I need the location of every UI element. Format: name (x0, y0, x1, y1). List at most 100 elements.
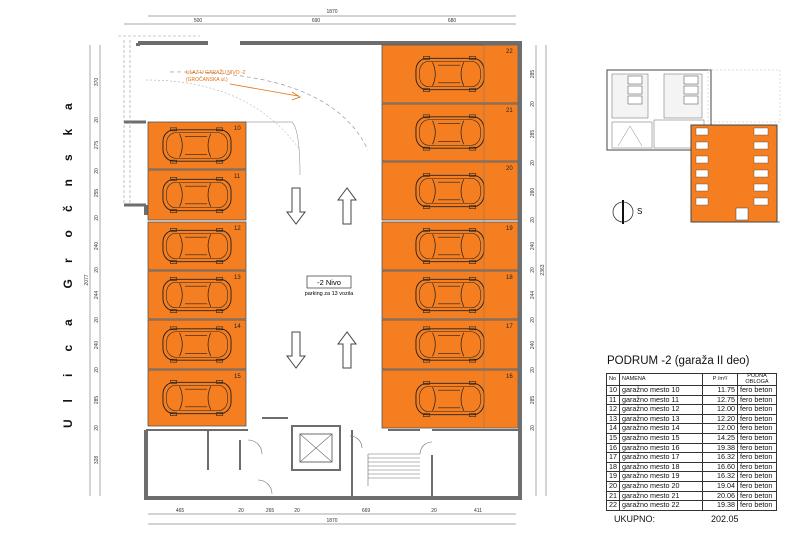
dimension-right: 280 (530, 188, 536, 197)
parking-space-number: 17 (506, 324, 513, 330)
site-minimap (606, 69, 781, 223)
street-letter: G (61, 279, 75, 288)
street-letter: i (61, 374, 75, 377)
total-label: UKUPNO: (614, 514, 656, 524)
building-walls (118, 35, 522, 500)
parking-space-number: 14 (234, 324, 241, 330)
cell-no: 13 (606, 413, 620, 425)
dimension-bottom: 411 (474, 508, 482, 514)
cell-floor: fero beton (737, 432, 777, 444)
street-letter: a (61, 319, 75, 326)
dimension-right: 285 (530, 130, 536, 139)
parking-space: 11 (147, 169, 247, 221)
dimension-right: 20 (530, 160, 536, 166)
arrow-up-icon (337, 331, 357, 369)
total-value: 202.05 (711, 514, 739, 524)
cell-area: 12.20 (702, 413, 738, 425)
cell-area: 19.38 (702, 500, 738, 511)
header-area: P /m²/ (702, 373, 738, 386)
cell-name: garažno mesto 22 (619, 500, 703, 511)
dimension-right: 20 (530, 267, 536, 273)
parking-space: 20 (381, 161, 519, 221)
cell-name: garažno mesto 11 (619, 394, 703, 406)
cell-floor: fero beton (737, 471, 777, 482)
parking-space: 16 (381, 369, 519, 429)
cell-name: garažno mesto 14 (619, 423, 703, 434)
entry-arrow-head-icon (291, 91, 301, 101)
cell-area: 12.00 (702, 404, 738, 415)
arrow-up-icon (337, 187, 357, 225)
dimension-right: 2363 (540, 264, 546, 275)
cell-area: 11.75 (702, 385, 738, 396)
dimension-right: 240 (530, 341, 536, 350)
dimension-left: 20 (94, 215, 100, 221)
cell-name: garažno mesto 21 (619, 490, 703, 502)
cell-area: 19.04 (702, 480, 738, 492)
dimension-bottom: 1870 (326, 518, 337, 524)
cell-no: 16 (606, 442, 620, 454)
cell-name: garažno mesto 19 (619, 471, 703, 482)
dimension-top: 680 (448, 18, 457, 24)
dimension-right: 240 (530, 242, 536, 251)
dimension-left: 20 (94, 267, 100, 273)
table-title: PODRUM -2 (garaža II deo) (607, 355, 750, 367)
dimension-bottom: 465 (176, 508, 185, 514)
dimension-left: 20 (94, 367, 100, 373)
parking-space: 13 (147, 270, 247, 320)
dimension-right: 244 (530, 291, 536, 300)
dimension-left: 285 (94, 396, 100, 405)
cell-name: garažno mesto 13 (619, 413, 703, 425)
header-no: No (606, 373, 620, 386)
dimension-left: 370 (94, 78, 100, 87)
dimension-lines (89, 15, 547, 525)
cell-area: 12.75 (702, 394, 738, 406)
dimension-left: 20 (94, 168, 100, 174)
street-letter: n (61, 179, 75, 186)
parking-space-number: 12 (234, 226, 241, 232)
cell-floor: fero beton (737, 413, 777, 425)
dimension-bottom: 265 (266, 508, 275, 514)
parking-space-number: 10 (234, 126, 241, 132)
parking-space: 15 (147, 369, 247, 427)
dimension-top: 690 (312, 18, 321, 24)
cell-floor: fero beton (737, 385, 777, 396)
parking-space-number: 13 (234, 275, 241, 281)
street-letter: r (61, 258, 75, 263)
cell-area: 16.32 (702, 471, 738, 482)
parking-space-number: 21 (506, 108, 513, 114)
parking-space: 18 (381, 270, 519, 320)
cell-name: garažno mesto 16 (619, 442, 703, 454)
street-letter: s (61, 154, 75, 161)
dimension-right: 285 (530, 396, 536, 405)
dimension-bottom: 20 (238, 508, 244, 514)
dimension-right: 285 (530, 70, 536, 79)
dimension-left: 20 (94, 117, 100, 123)
cell-floor: fero beton (737, 423, 777, 434)
dimension-left: 255 (94, 189, 100, 198)
cell-area: 14.25 (702, 432, 738, 444)
cell-floor: fero beton (737, 452, 777, 463)
dimension-left: 328 (94, 456, 100, 465)
street-letter: a (61, 103, 75, 110)
parking-space-number: 22 (506, 49, 513, 55)
header-floor: PODNA OBLOGA (737, 373, 777, 386)
north-arrow-icon (612, 200, 634, 224)
dimension-left: 20 (94, 425, 100, 431)
header-name: NAMENA (619, 373, 703, 386)
parking-space-number: 20 (506, 166, 513, 172)
north-label: S (637, 207, 642, 216)
dimension-left: 240 (94, 242, 100, 251)
